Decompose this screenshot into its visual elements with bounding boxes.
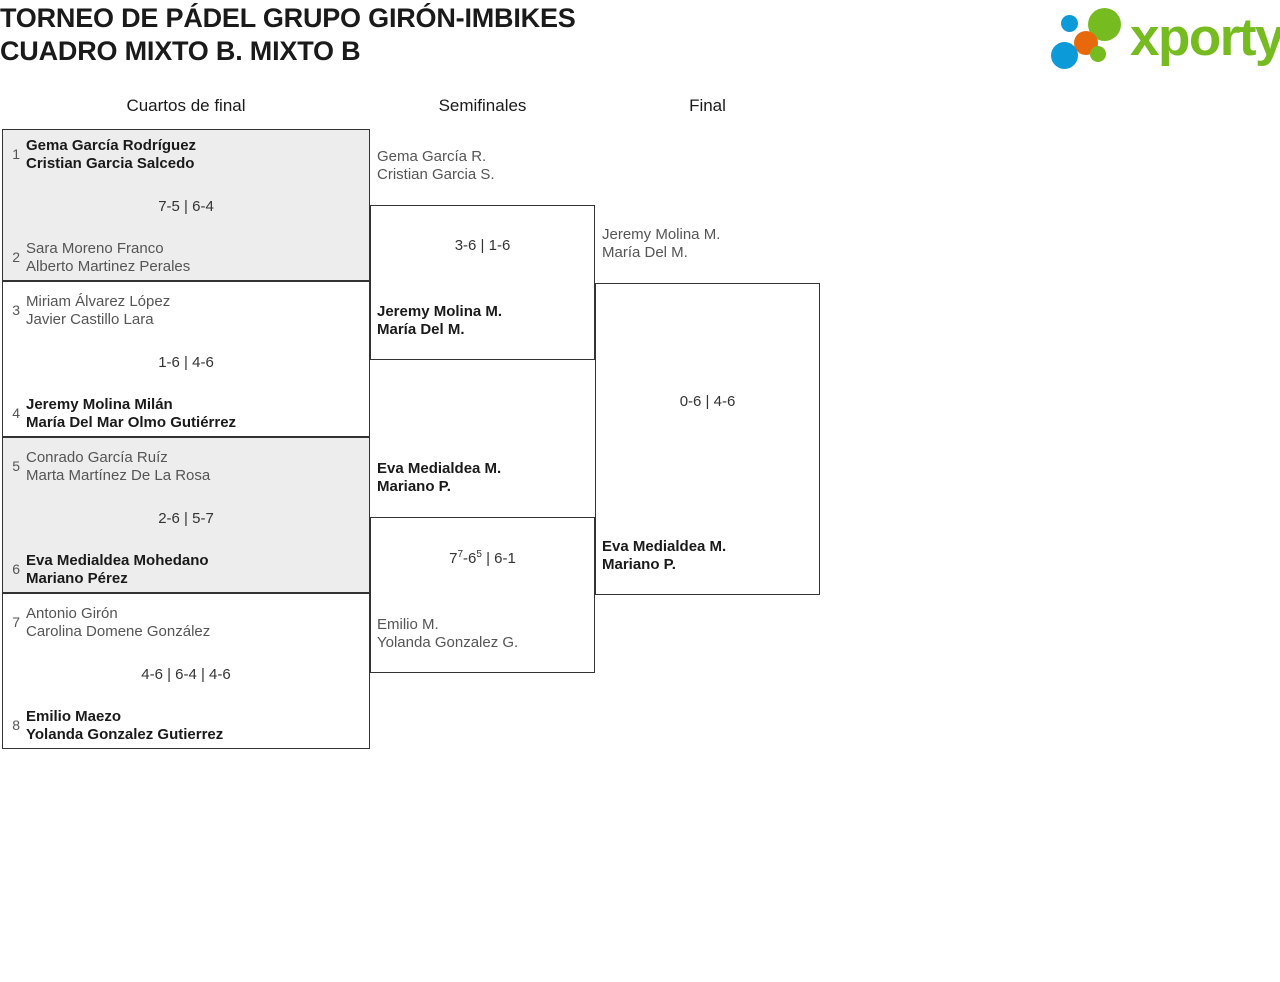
player-name: Emilio M. <box>377 616 439 633</box>
seed-number: 6 <box>12 561 20 577</box>
team-quarterfinal-3-bottom: Eva Medialdea Mohedano Mariano Pérez <box>26 552 209 588</box>
match-box-quarterfinal-4[interactable] <box>2 593 370 749</box>
score-final: 0-6 | 4-6 <box>679 393 736 410</box>
player-name: Eva Medialdea M. <box>602 538 727 555</box>
seed-number: 8 <box>12 717 20 733</box>
match-box-quarterfinal-1[interactable] <box>2 129 370 281</box>
player-name: Miriam Álvarez López <box>26 293 171 310</box>
match-box-semifinal-1[interactable] <box>370 205 595 360</box>
player-name: Cristian Garcia S. <box>377 166 495 183</box>
team-final-bottom: Eva Medialdea M. Mariano P. <box>602 538 726 574</box>
player-name: Marta Martínez De La Rosa <box>26 467 211 484</box>
match-box-quarterfinal-3[interactable] <box>2 437 370 593</box>
logo-dot-blue-small-icon <box>1061 15 1078 32</box>
team-quarterfinal-2-top: Miriam Álvarez López Javier Castillo Lar… <box>26 293 170 329</box>
player-name: Yolanda Gonzalez Gutierrez <box>26 726 224 743</box>
seed-number: 3 <box>12 302 20 318</box>
team-quarterfinal-1-top: Gema García Rodríguez Cristian Garcia Sa… <box>26 137 196 173</box>
player-name: María Del Mar Olmo Gutiérrez <box>26 414 237 431</box>
score-quarterfinal-1: 7-5 | 6-4 <box>158 198 214 215</box>
player-name: Jeremy Molina Milán <box>26 396 173 413</box>
seed-number: 5 <box>12 458 20 474</box>
seed-number: 1 <box>12 146 20 162</box>
logo-dot-green-small-icon <box>1090 46 1106 62</box>
team-quarterfinal-4-bottom: Emilio Maezo Yolanda Gonzalez Gutierrez <box>26 708 223 744</box>
player-name: Antonio Girón <box>26 605 118 622</box>
team-quarterfinal-4-top: Antonio Girón Carolina Domene González <box>26 605 210 641</box>
team-semifinal-1-bottom: Jeremy Molina M. María Del M. <box>377 303 502 339</box>
player-name: Yolanda Gonzalez G. <box>377 634 519 651</box>
player-name: Javier Castillo Lara <box>26 311 154 328</box>
team-semifinal-1-top: Gema García R. Cristian Garcia S. <box>377 148 495 184</box>
player-name: Mariano Pérez <box>26 570 128 587</box>
player-name: Emilio Maezo <box>26 708 122 725</box>
page-title-line-1: TORNEO DE PÁDEL GRUPO GIRÓN-IMBIKES <box>0 3 576 33</box>
match-box-quarterfinal-2[interactable] <box>2 281 370 437</box>
round-header-final: Final <box>689 96 726 115</box>
seed-number: 2 <box>12 249 20 265</box>
score-quarterfinal-4: 4-6 | 6-4 | 4-6 <box>141 666 231 683</box>
score-quarterfinal-3: 2-6 | 5-7 <box>158 510 214 527</box>
seed-number: 7 <box>12 614 20 630</box>
score-semifinal-1: 3-6 | 1-6 <box>454 237 511 254</box>
player-name: Cristian Garcia Salcedo <box>26 155 195 172</box>
page-title: TORNEO DE PÁDEL GRUPO GIRÓN-IMBIKES CUAD… <box>0 2 900 68</box>
xporty-logo[interactable]: xporty <box>1048 4 1280 70</box>
round-header-quarterfinals: Cuartos de final <box>126 96 246 115</box>
player-name: María Del M. <box>377 321 465 338</box>
seed-number: 4 <box>12 405 20 421</box>
player-name: Carolina Domene González <box>26 623 211 640</box>
round-header-semifinals: Semifinales <box>438 96 527 115</box>
player-name: María Del M. <box>602 244 688 261</box>
logo-wordmark: xporty <box>1130 8 1280 67</box>
score-semifinal-2: 77-65 | 6-1 <box>449 549 516 568</box>
team-quarterfinal-3-top: Conrado García Ruíz Marta Martínez De La… <box>26 449 210 485</box>
score-quarterfinal-2: 1-6 | 4-6 <box>158 354 214 371</box>
player-name: Gema García Rodríguez <box>26 137 197 154</box>
player-name: Conrado García Ruíz <box>26 449 168 466</box>
player-name: Gema García R. <box>377 148 487 165</box>
player-name: Mariano P. <box>377 478 451 495</box>
team-quarterfinal-2-bottom: Jeremy Molina Milán María Del Mar Olmo G… <box>26 396 236 432</box>
player-name: Eva Medialdea Mohedano <box>26 552 209 569</box>
match-box-final[interactable] <box>595 283 820 595</box>
team-quarterfinal-1-bottom: Sara Moreno Franco Alberto Martinez Pera… <box>26 240 190 276</box>
team-semifinal-2-top: Eva Medialdea M. Mariano P. <box>377 460 501 496</box>
player-name: Alberto Martinez Perales <box>26 258 191 275</box>
team-semifinal-2-bottom: Emilio M. Yolanda Gonzalez G. <box>377 616 518 652</box>
player-name: Sara Moreno Franco <box>26 240 164 257</box>
player-name: Jeremy Molina M. <box>377 303 503 320</box>
player-name: Eva Medialdea M. <box>377 460 502 477</box>
player-name: Mariano P. <box>602 556 676 573</box>
match-box-semifinal-2[interactable] <box>370 517 595 673</box>
team-final-top: Jeremy Molina M. María Del M. <box>602 226 720 262</box>
logo-dot-blue-large-icon <box>1051 42 1078 69</box>
page-title-line-2: CUADRO MIXTO B. MIXTO B <box>0 36 361 66</box>
player-name: Jeremy Molina M. <box>602 226 721 243</box>
